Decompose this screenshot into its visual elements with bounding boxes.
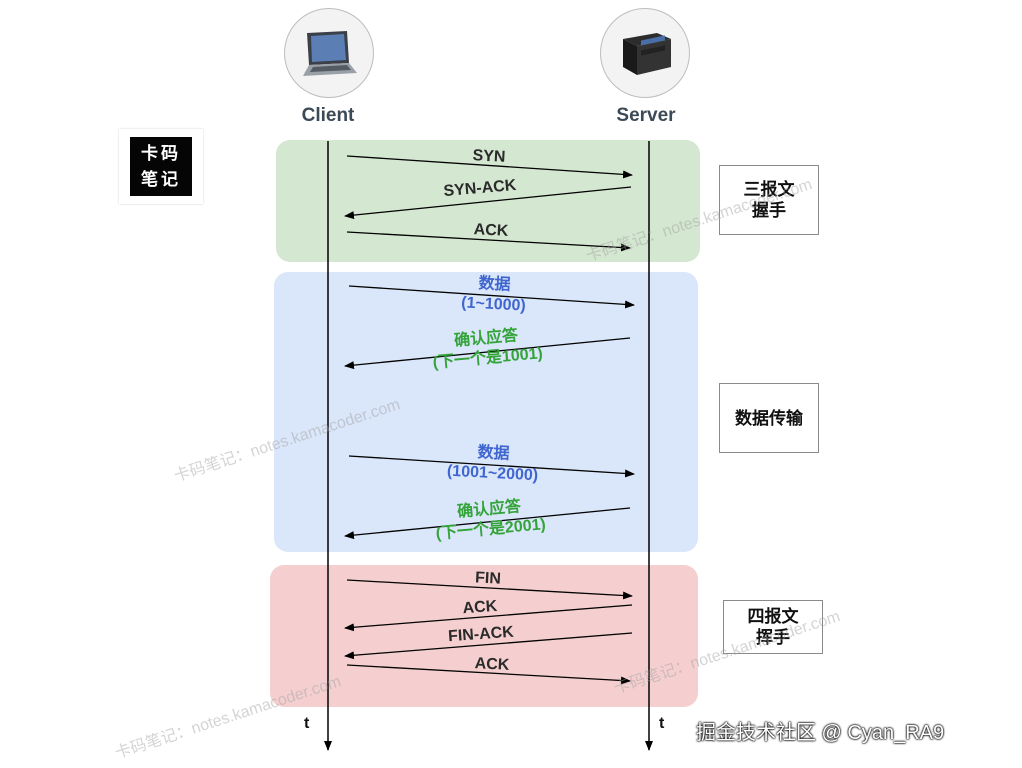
reply2-arrow bbox=[344, 507, 631, 540]
ack1-arrow bbox=[346, 231, 631, 252]
data1-label: 数据 (1~1000) bbox=[443, 272, 545, 317]
kama-logo: 卡码 笔记 bbox=[119, 129, 203, 204]
logo-badge: 卡码 笔记 bbox=[130, 137, 192, 196]
laptop-icon bbox=[303, 31, 357, 76]
handshake-label-line1: 三报文 bbox=[743, 180, 795, 199]
fin-label: FIN bbox=[474, 569, 502, 588]
syn-ack-arrow bbox=[344, 186, 632, 220]
reply1-arrow bbox=[344, 337, 631, 370]
teardown-label-line1: 四报文 bbox=[747, 607, 799, 626]
data2-label: 数据 (1001~2000) bbox=[437, 441, 549, 487]
handshake-label: 三报文 握手 bbox=[719, 165, 819, 235]
teardown-label-line2: 挥手 bbox=[756, 628, 790, 647]
transfer-phase bbox=[274, 272, 698, 552]
logo-line-1: 卡码 bbox=[141, 144, 181, 164]
syn-label: SYN bbox=[472, 147, 506, 166]
server-avatar bbox=[600, 8, 690, 98]
ack2-arrow bbox=[344, 604, 633, 632]
transfer-label-text: 数据传输 bbox=[735, 408, 803, 428]
ack1-label: ACK bbox=[473, 221, 509, 240]
handshake-label-line2: 握手 bbox=[752, 201, 786, 220]
client-avatar bbox=[284, 8, 374, 98]
fin-arrow bbox=[346, 579, 633, 600]
data1-arrow bbox=[348, 285, 635, 309]
ack3-label: ACK bbox=[474, 655, 510, 674]
logo-line-2: 笔记 bbox=[141, 170, 181, 190]
fin-ack-arrow bbox=[344, 632, 633, 660]
ack3-arrow bbox=[346, 664, 631, 685]
client-time-label: t bbox=[304, 715, 310, 732]
server-label: Server bbox=[616, 105, 676, 126]
syn-arrow bbox=[346, 155, 633, 179]
transfer-label: 数据传输 bbox=[719, 383, 819, 453]
teardown-label: 四报文 挥手 bbox=[723, 600, 823, 654]
data2-arrow bbox=[348, 455, 635, 478]
credit-watermark: 掘金技术社区 @ Cyan_RA9 bbox=[696, 722, 945, 744]
server-icon bbox=[623, 33, 671, 75]
client-label: Client bbox=[301, 105, 355, 126]
server-time-label: t bbox=[659, 715, 665, 732]
